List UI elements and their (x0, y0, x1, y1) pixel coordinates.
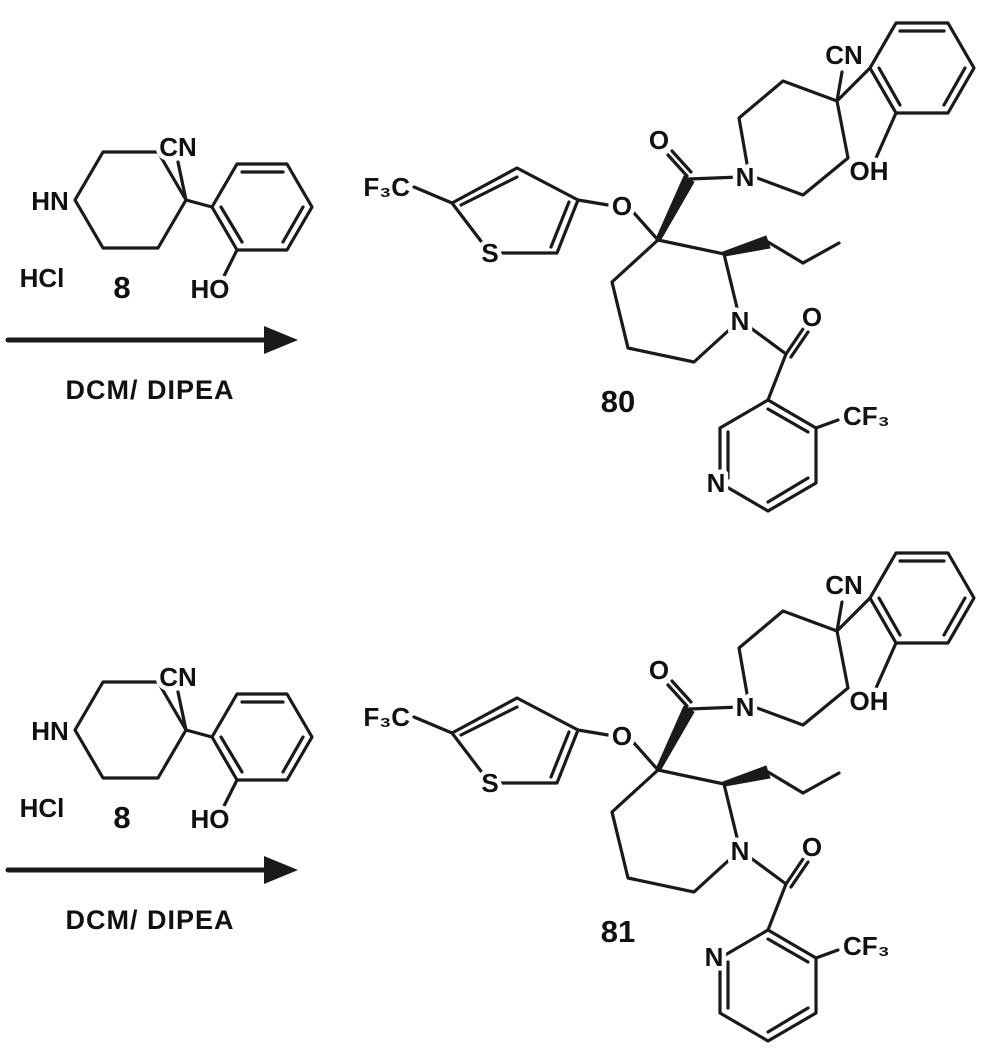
atom-label-amide-o: O (649, 125, 669, 155)
group-label-cf3: CF₃ (843, 401, 890, 431)
compound-number-8: 8 (113, 800, 130, 835)
group-label-f3c: F₃C (363, 702, 410, 732)
salt-label-hcl: HCl (20, 793, 65, 823)
atom-label-pyridine-n: N (707, 468, 726, 498)
reactant-structure-2 (73, 680, 314, 808)
atom-label-acyl-o: O (802, 302, 822, 332)
atom-label-nitrile: CN (825, 40, 863, 70)
atom-label-oh: OH (850, 156, 889, 186)
atom-label-ho: HO (191, 804, 230, 834)
salt-label-hcl: HCl (20, 263, 65, 293)
group-label-cf3: CF₃ (843, 931, 890, 961)
compound-number-80: 80 (601, 384, 635, 419)
atom-label-sulfur: S (481, 238, 498, 268)
atom-label-ether-o: O (612, 721, 632, 751)
reaction-arrow-2 (8, 856, 298, 884)
atom-label-ho: HO (191, 274, 230, 304)
atom-label-pyridine-n: N (705, 942, 724, 972)
atom-label-hn: HN (31, 716, 69, 746)
atom-label-ether-o: O (612, 191, 632, 221)
atom-label-ring-n: N (731, 306, 750, 336)
reaction-conditions: DCM/ DIPEA (65, 905, 234, 935)
atom-label-ring-n: N (731, 836, 750, 866)
atom-label-amide-n: N (736, 162, 755, 192)
reaction-conditions: DCM/ DIPEA (65, 375, 234, 405)
reaction-1-labels: HN CN HCl 8 HO DCM/ DIPEA F₃C S O O N CN… (15, 36, 894, 503)
reactant-structure-1 (73, 150, 314, 278)
atom-label-amide-n: N (736, 692, 755, 722)
atom-label-nitrile: CN (825, 570, 863, 600)
atom-label-nitrile: CN (159, 132, 197, 162)
atom-label-oh: OH (850, 686, 889, 716)
atom-label-amide-o: O (649, 655, 669, 685)
atom-label-acyl-o: O (802, 832, 822, 862)
atom-label-sulfur: S (481, 768, 498, 798)
reaction-arrow-1 (8, 326, 298, 354)
compound-number-81: 81 (601, 914, 635, 949)
reaction-2-labels: HN CN HCl 8 HO DCM/ DIPEA F₃C S O O N CN… (15, 566, 894, 977)
compound-number-8: 8 (113, 270, 130, 305)
group-label-f3c: F₃C (363, 172, 410, 202)
atom-label-hn: HN (31, 186, 69, 216)
atom-label-nitrile: CN (159, 662, 197, 692)
